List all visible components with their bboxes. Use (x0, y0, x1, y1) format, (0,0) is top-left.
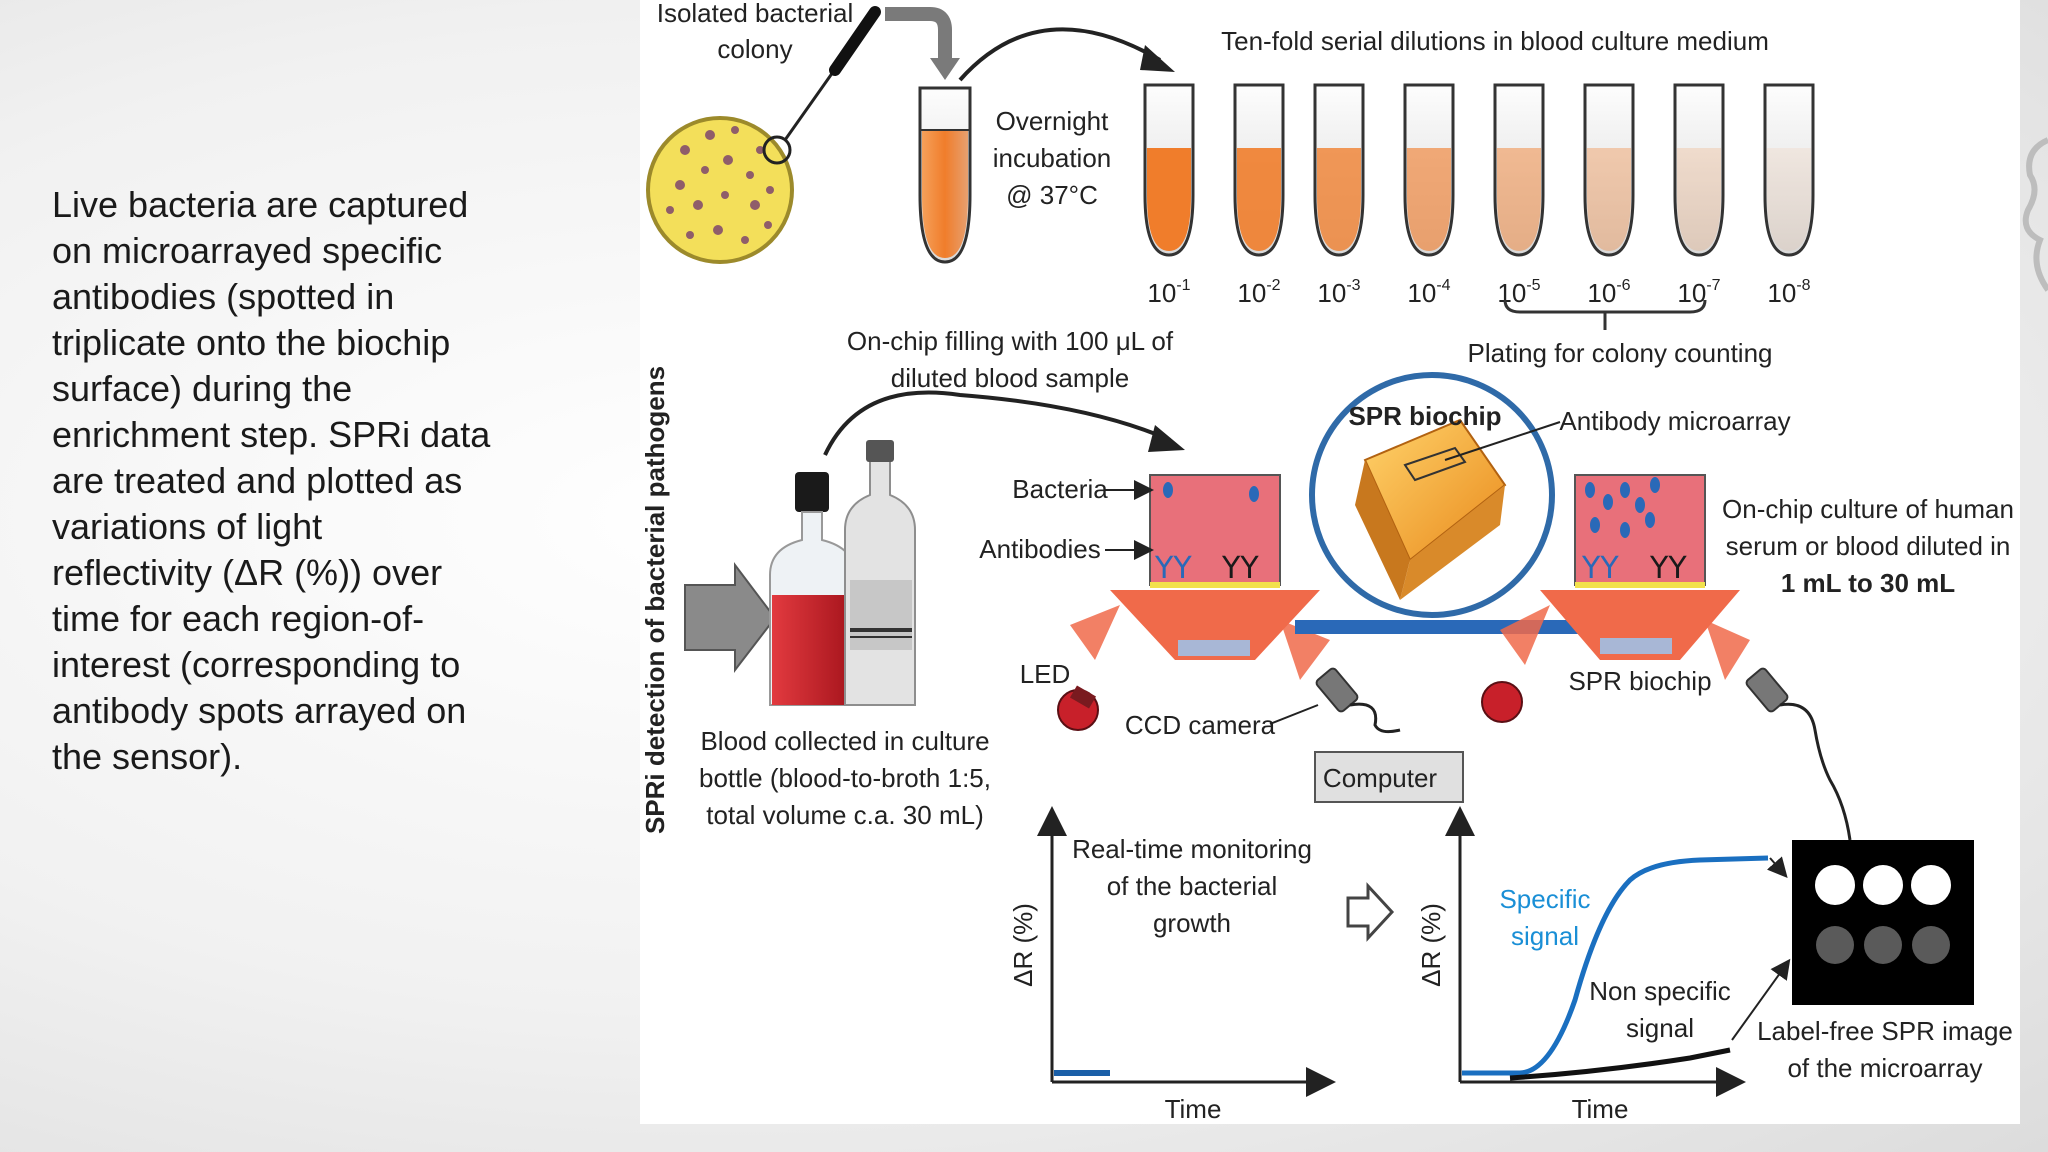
dilution-exp: -1 (1176, 277, 1190, 294)
dilution-exp: -6 (1616, 277, 1630, 294)
plot-right (1445, 806, 1769, 1097)
overnight-line3: @ 37°C (1006, 180, 1098, 210)
dilution-exp: -7 (1706, 277, 1720, 294)
dilution-exp: -2 (1266, 277, 1280, 294)
isolated-colony-line1: Isolated bacterial (657, 0, 854, 28)
plating-label: Plating for colony counting (1468, 338, 1773, 368)
dilution-exp: -4 (1436, 277, 1450, 294)
plot-right-ylabel: ΔR (%) (1416, 903, 1446, 987)
dilution-exp: -8 (1796, 277, 1810, 294)
dilution-label: 10 (1497, 278, 1526, 308)
isolated-colony-line2: colony (717, 34, 792, 64)
dilution-label: 10 (1147, 278, 1176, 308)
svg-text:10-2: 10-2 (1237, 277, 1280, 308)
dilution-exp: -3 (1346, 277, 1360, 294)
blood-collected-line1: Blood collected in culture (700, 726, 989, 756)
dilution-labels: 10-1 10-2 10-3 10-4 10-5 10-6 10-7 10-8 (1147, 277, 1810, 308)
svg-text:YY: YY (1581, 551, 1619, 586)
dilution-arrow (958, 27, 1162, 82)
plating-bracket (1503, 299, 1707, 330)
svg-text:10-3: 10-3 (1317, 277, 1360, 308)
specific-signal-line2: signal (1511, 921, 1579, 951)
svg-text:10-1: 10-1 (1147, 277, 1190, 308)
vertical-title: SPRi detection of bacterial pathogens (640, 366, 670, 834)
dilution-label: 10 (1237, 278, 1266, 308)
non-specific-line2: signal (1626, 1013, 1694, 1043)
svg-text:10-7: 10-7 (1677, 277, 1720, 308)
onchip-filling-line2: diluted blood sample (891, 363, 1130, 393)
realtime-line2: of the bacterial (1107, 871, 1278, 901)
spr-image (1792, 840, 1974, 1005)
non-specific-line1: Non specific (1589, 976, 1731, 1006)
led-right (1481, 605, 1550, 723)
petri-dish (646, 116, 794, 264)
culture-tube (918, 86, 972, 264)
plot-left (1037, 806, 1336, 1097)
realtime-line1: Real-time monitoring (1072, 834, 1312, 864)
svg-text:10-6: 10-6 (1587, 277, 1630, 308)
svg-text:YY: YY (1221, 551, 1259, 586)
onchip-filling-line1: On-chip filling with 100 μL of (847, 326, 1174, 356)
spri-workflow-figure: SPRi detection of bacterial pathogens Is… (640, 0, 2020, 1124)
next-step-arrow (1346, 882, 1395, 942)
dilution-tubes (1143, 83, 1815, 257)
svg-text:YY: YY (1154, 551, 1192, 586)
slide-caption: Live bacteria are captured on microarray… (52, 184, 491, 777)
transfer-arrow (885, 6, 952, 60)
plot-left-ylabel: ΔR (%) (1008, 903, 1038, 987)
dilution-exp: -5 (1526, 277, 1540, 294)
specific-signal-line1: Specific (1499, 884, 1590, 914)
bacteria-label: Bacteria (1012, 474, 1108, 504)
right-camera (1705, 620, 1852, 841)
dilution-label: 10 (1587, 278, 1616, 308)
serial-dilutions-title: Ten-fold serial dilutions in blood cultu… (1221, 26, 1769, 56)
right-spr-chip: YY YY (1540, 474, 1740, 660)
led-left (1057, 605, 1120, 731)
edge-ornament (2022, 137, 2048, 292)
onchip-culture-line3: 1 mL to 30 mL (1781, 568, 1955, 598)
dilution-label: 10 (1677, 278, 1706, 308)
dilution-label: 10 (1407, 278, 1436, 308)
computer-box (1314, 751, 1464, 803)
left-spr-chip: YY YY (1110, 474, 1320, 660)
led-label: LED (1020, 659, 1071, 689)
dilution-label: 10 (1767, 278, 1796, 308)
plot-right-xlabel: Time (1572, 1094, 1629, 1124)
svg-text:10-5: 10-5 (1497, 277, 1540, 308)
computer-label: Computer (1323, 763, 1437, 793)
svg-text:10-4: 10-4 (1407, 277, 1450, 308)
dilution-label: 10 (1317, 278, 1346, 308)
overnight-line1: Overnight (996, 106, 1109, 136)
blood-collected-line3: total volume c.a. 30 mL) (706, 800, 983, 830)
onchip-culture-line1: On-chip culture of human (1722, 494, 2014, 524)
spr-biochip-zoom (1309, 372, 1555, 618)
filling-arrow (823, 390, 1171, 456)
svg-text:10-8: 10-8 (1767, 277, 1810, 308)
label-free-line1: Label-free SPR image (1757, 1016, 2013, 1046)
ccd-camera (1280, 620, 1401, 734)
onchip-culture-line2: serum or blood diluted in (1726, 531, 2011, 561)
input-arrow (684, 562, 777, 673)
spr-biochip-label: SPR biochip (1568, 666, 1711, 696)
blood-culture-bottle (769, 440, 916, 706)
plot-left-xlabel: Time (1165, 1094, 1222, 1124)
spr-biochip-title: SPR biochip (1348, 401, 1501, 431)
blood-collected-line2: bottle (blood-to-broth 1:5, (699, 763, 991, 793)
overnight-line2: incubation (993, 143, 1112, 173)
antibodies-label: Antibodies (979, 534, 1100, 564)
antibody-microarray-label: Antibody microarray (1559, 406, 1790, 436)
svg-text:YY: YY (1649, 551, 1687, 586)
realtime-line3: growth (1153, 908, 1231, 938)
label-free-line2: of the microarray (1787, 1053, 1982, 1083)
ccd-camera-label: CCD camera (1125, 710, 1276, 740)
